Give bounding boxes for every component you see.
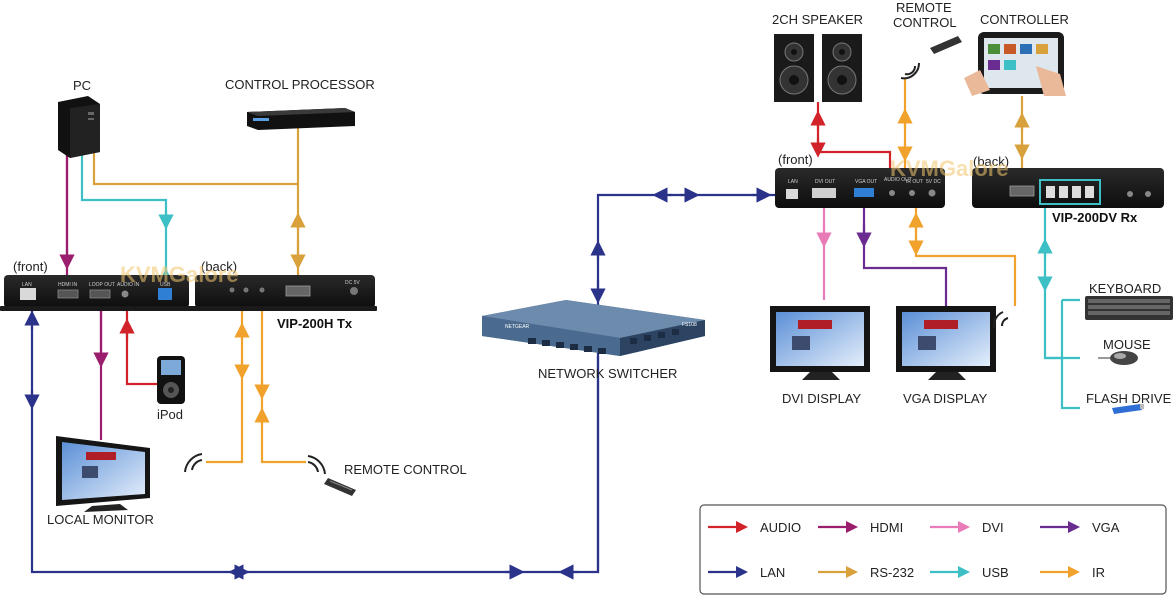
rx-ir-out-port-label: IR OUT bbox=[906, 179, 923, 185]
local-monitor-device bbox=[56, 436, 150, 512]
tx-usb-port-label: USB bbox=[160, 282, 171, 288]
rx-back-label: (back) bbox=[973, 154, 1009, 169]
cables bbox=[24, 78, 1080, 580]
legend-label: VGA bbox=[1092, 520, 1120, 535]
cable-usb-pc bbox=[80, 152, 168, 290]
tx-audio-in-port-label: AUDIO IN bbox=[117, 282, 140, 288]
legend-item-lan: LAN bbox=[708, 565, 785, 580]
ir-receiver-left bbox=[307, 455, 326, 475]
legend-box bbox=[699, 504, 1167, 595]
tx-hdmi-in-port-label: HDMI IN bbox=[58, 282, 78, 288]
legend-arrow bbox=[958, 521, 970, 533]
dvi-display-device bbox=[770, 306, 870, 380]
speaker-right bbox=[822, 34, 862, 102]
flash-drive-device bbox=[1112, 404, 1144, 414]
rx-back-panel bbox=[972, 168, 1164, 208]
watermark-left: KVMGalore bbox=[120, 262, 239, 287]
cable-ir-vga bbox=[914, 208, 1017, 306]
keyboard-label: KEYBOARD bbox=[1089, 281, 1161, 296]
cable-ir-left-1 bbox=[206, 300, 244, 464]
tx-dc-port-label: DC 5V bbox=[345, 280, 360, 286]
pc-label: PC bbox=[73, 78, 91, 93]
mouse-device bbox=[1098, 351, 1138, 365]
legend-label: RS-232 bbox=[870, 565, 914, 580]
tx-front-panel: LAN HDMI IN LOOP OUT AUDIO IN USB bbox=[0, 275, 193, 311]
legend-arrow bbox=[736, 521, 748, 533]
legend-arrow bbox=[846, 566, 858, 578]
controller-tablet bbox=[964, 32, 1066, 96]
rx-model-label: VIP-200DV Rx bbox=[1052, 210, 1138, 225]
watermark-right: KVMGalore bbox=[890, 156, 1009, 181]
legend-arrow bbox=[1068, 521, 1080, 533]
legend-label: DVI bbox=[982, 520, 1004, 535]
legend-item-rs-232: RS-232 bbox=[818, 565, 914, 580]
tx-back-panel: DC 5V bbox=[191, 275, 377, 311]
legend-label: AUDIO bbox=[760, 520, 801, 535]
pc-tower bbox=[58, 96, 100, 158]
control-processor-device bbox=[247, 108, 355, 130]
legend-item-hdmi: HDMI bbox=[818, 520, 903, 535]
vga-display-device bbox=[896, 306, 996, 380]
legend-items: AUDIO HDMI DVI VGA LAN RS-232 USB IR bbox=[708, 520, 1120, 580]
cable-rs232-pc bbox=[92, 152, 298, 186]
ipod-label: iPod bbox=[157, 407, 183, 422]
rx-lan-port-label: LAN bbox=[788, 179, 798, 185]
remote-control-top-label-line2: CONTROL bbox=[893, 15, 957, 30]
remote-control-top-label-line1: REMOTE bbox=[896, 0, 952, 15]
legend-label: LAN bbox=[760, 565, 785, 580]
rx-front-label: (front) bbox=[778, 152, 813, 167]
rx-front-panel: LAN DVI OUT VGA OUT AUDIO OUT IR OUT 5V … bbox=[775, 168, 945, 208]
ipod-device bbox=[157, 356, 185, 404]
legend-item-usb: USB bbox=[930, 565, 1009, 580]
ir-emitter-left bbox=[184, 453, 203, 473]
tx-lan-port-label: LAN bbox=[22, 282, 32, 288]
ir-receiver-top bbox=[900, 62, 921, 80]
tx-back-label: (back) bbox=[201, 259, 237, 274]
legend-label: HDMI bbox=[870, 520, 903, 535]
switch-brand-label: NETGEAR bbox=[505, 324, 530, 330]
switch-model-label: FS108 bbox=[682, 322, 697, 328]
controller-label: CONTROLLER bbox=[980, 12, 1069, 27]
legend-arrow bbox=[736, 566, 748, 578]
legend-arrow bbox=[1068, 566, 1080, 578]
legend-item-ir: IR bbox=[1040, 565, 1105, 580]
flash-drive-label: FLASH DRIVE bbox=[1086, 391, 1172, 406]
legend-item-dvi: DVI bbox=[930, 520, 1004, 535]
dvi-display-label: DVI DISPLAY bbox=[782, 391, 862, 406]
mouse-label: MOUSE bbox=[1103, 337, 1151, 352]
remote-control-left-label: REMOTE CONTROL bbox=[344, 462, 467, 477]
local-monitor-label: LOCAL MONITOR bbox=[47, 512, 154, 527]
control-processor-label: CONTROL PROCESSOR bbox=[225, 77, 375, 92]
network-switcher-label: NETWORK SWITCHER bbox=[538, 366, 677, 381]
legend-arrow bbox=[846, 521, 858, 533]
legend-label: IR bbox=[1092, 565, 1105, 580]
speaker-left bbox=[774, 34, 814, 102]
legend-arrow bbox=[958, 566, 970, 578]
legend-item-audio: AUDIO bbox=[708, 520, 801, 535]
legend-label: USB bbox=[982, 565, 1009, 580]
keyboard-device bbox=[1085, 296, 1173, 320]
ir-emitter-vga bbox=[992, 311, 1009, 329]
speaker-label: 2CH SPEAKER bbox=[772, 12, 863, 27]
remote-control-top-device bbox=[930, 36, 962, 54]
vga-display-label: VGA DISPLAY bbox=[903, 391, 988, 406]
rx-audio-out-port-label: AUDIO OUT bbox=[884, 177, 912, 183]
remote-control-left-device bbox=[324, 478, 356, 496]
rx-dvi-out-port-label: DVI OUT bbox=[815, 179, 835, 185]
tx-loop-out-port-label: LOOP OUT bbox=[89, 282, 115, 288]
rx-vga-out-port-label: VGA OUT bbox=[855, 179, 877, 185]
cable-ir-left-2 bbox=[260, 300, 306, 464]
tx-front-label: (front) bbox=[13, 259, 48, 274]
tx-model-label: VIP-200H Tx bbox=[277, 316, 353, 331]
network-switch-device: NETGEAR FS108 bbox=[482, 300, 705, 356]
legend: AUDIO HDMI DVI VGA LAN RS-232 USB IR bbox=[699, 504, 1167, 595]
rx-dc-port-label: 5V DC bbox=[926, 179, 941, 185]
legend-item-vga: VGA bbox=[1040, 520, 1120, 535]
